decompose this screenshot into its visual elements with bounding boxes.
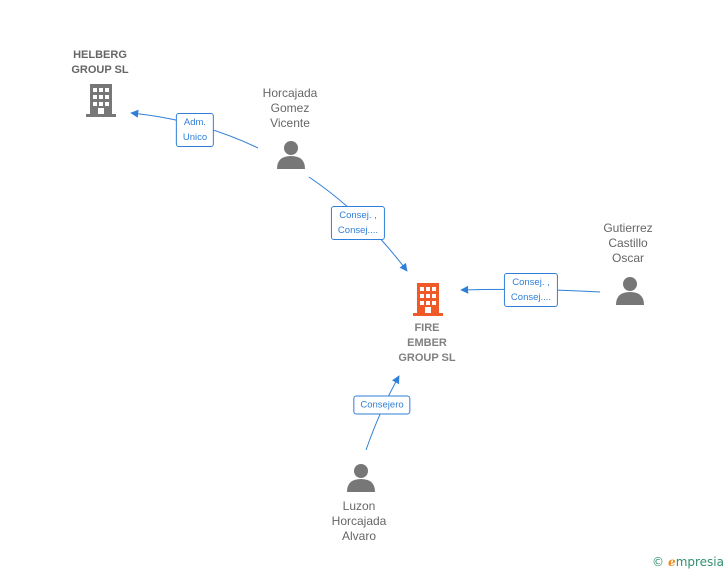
node-label-fire-ember[interactable]: FIRE EMBER GROUP SL — [398, 322, 456, 364]
node-label-horcajada[interactable]: Horcajada Gomez Vicente — [262, 86, 318, 130]
edge-label-consej-gutierrez: Consej. , Consej.... — [503, 273, 559, 307]
edge-label-consej-horcajada: Consej. , Consej.... — [330, 206, 386, 240]
edge-label-consejero: Consejero — [353, 395, 411, 415]
building-icon[interactable] — [413, 283, 443, 316]
node-label-gutierrez[interactable]: Gutierrez Castillo Oscar — [603, 221, 653, 265]
node-label-luzon[interactable]: Luzon Horcajada Alvaro — [331, 499, 387, 543]
copyright-icon: © — [652, 555, 665, 569]
brand-name: mpresia — [675, 555, 724, 569]
person-icon[interactable] — [347, 464, 375, 492]
brand-initial: e — [668, 555, 676, 569]
person-icon[interactable] — [616, 277, 644, 305]
person-icon[interactable] — [277, 141, 305, 169]
edge-label-adm-unico: Adm. Unico — [175, 113, 215, 147]
node-label-helberg[interactable]: HELBERG GROUP SL — [71, 49, 129, 76]
building-icon[interactable] — [86, 84, 116, 117]
brand-logo: ©empresia — [652, 555, 724, 569]
